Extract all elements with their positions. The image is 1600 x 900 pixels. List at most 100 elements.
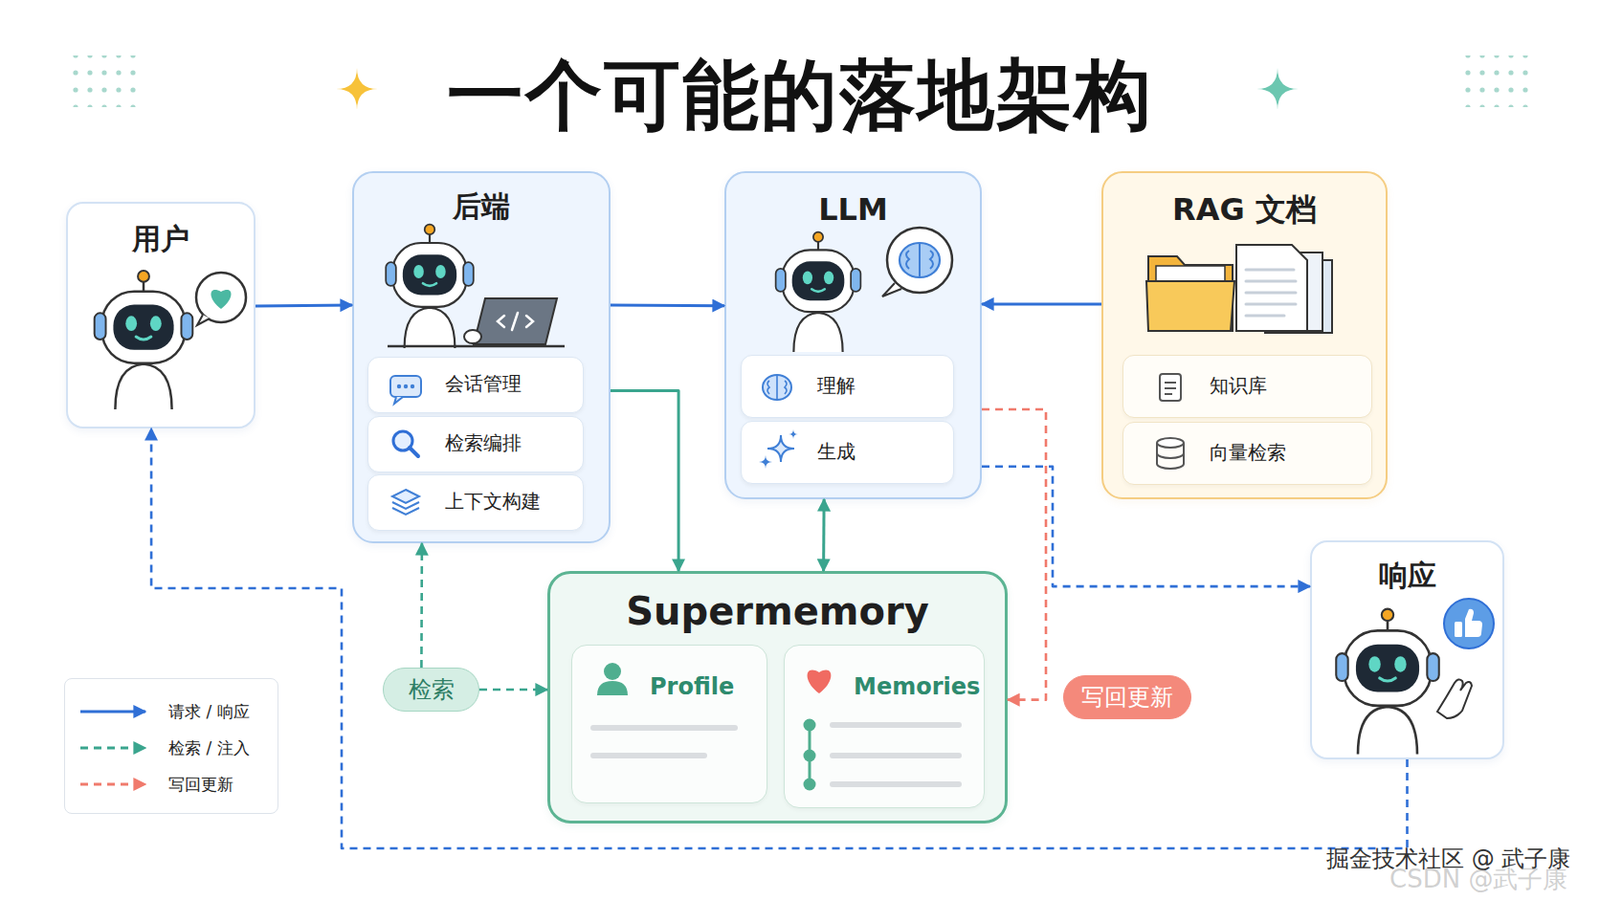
watermark: 掘金技术社区 @ 武子康: [1326, 845, 1571, 874]
speech-bubble: [196, 272, 246, 323]
database-icon: [1156, 443, 1184, 469]
layers-icon: [392, 502, 420, 515]
document-store: RAG 文档知识库向量检索: [1101, 171, 1388, 500]
document-icon: [1159, 374, 1181, 401]
function-item: 向量检索: [1122, 422, 1373, 486]
sparkle: [335, 67, 378, 111]
function-item: 理解: [740, 355, 955, 419]
response-box: 响应: [1310, 540, 1505, 760]
thought-bubble: [887, 227, 953, 293]
placeholder-line: [832, 722, 959, 729]
robot-illustration: [776, 232, 862, 353]
legend-entry: 写回更新: [65, 771, 276, 799]
folder-symbol: [1148, 256, 1233, 332]
connector-arrow: [151, 428, 1407, 849]
legend-label: 写回更新: [168, 773, 234, 797]
connector-arrow: [981, 466, 1311, 587]
waving-hand: [1437, 679, 1472, 719]
node-label: 会话管理: [444, 372, 522, 397]
model-box: LLM 理解生成: [724, 171, 982, 500]
node-label: 用户: [67, 221, 254, 258]
legend-label: 请求 / 响应: [168, 700, 250, 724]
legend-sample: [76, 771, 154, 799]
placeholder-line: [593, 753, 705, 759]
legend-line: [80, 747, 146, 751]
node-label: 知识库: [1209, 374, 1267, 399]
function-item: 检索编排: [367, 416, 584, 473]
node-label: 检索: [383, 675, 479, 705]
speech-bubble-tail: [197, 314, 210, 326]
placeholder-line: [832, 781, 959, 788]
timeline-dot: [803, 778, 817, 792]
search-icon: [393, 431, 413, 451]
legend-sample: [76, 698, 154, 726]
node-label: 响应: [1311, 557, 1503, 595]
connector-arrow: [981, 409, 1046, 701]
memory-card: Profile: [571, 644, 768, 804]
placeholder-line: [832, 753, 959, 759]
document-symbol: [1236, 244, 1308, 332]
connector-arrow: [479, 688, 548, 692]
thumb-symbol: [1465, 609, 1483, 638]
chat-dot: [397, 384, 401, 389]
node-label: RAG 文档: [1103, 190, 1386, 229]
brain-icon-folds: [767, 376, 787, 400]
heart-icon: [807, 670, 832, 694]
desk-line: [387, 345, 565, 349]
document-icon-lines: [1164, 382, 1177, 395]
laptop-symbol: [473, 298, 557, 345]
watermark: CSDN @武子康: [1389, 865, 1568, 895]
node-label: Supermemory: [550, 587, 1005, 636]
thumb-symbol: [1454, 622, 1463, 638]
timeline-dot: [803, 750, 817, 763]
chat-icon-tail: [394, 397, 403, 404]
code-symbol: [497, 312, 534, 331]
search-icon-handle: [409, 447, 419, 457]
legend-entry: 检索 / 注入: [65, 734, 276, 762]
node-label: 写回更新: [1064, 683, 1191, 712]
connector-arrow: [420, 543, 423, 668]
node-label: 后端: [354, 188, 609, 225]
connector-arrow: [610, 304, 725, 309]
chat-dot: [403, 384, 408, 389]
layers-icon: [392, 489, 420, 504]
legend-label: 检索 / 注入: [168, 736, 250, 760]
robot-illustration: [1335, 609, 1439, 756]
placeholder-line: [593, 725, 735, 732]
thought-bubble-tail: [882, 283, 902, 297]
brain-folds: [906, 244, 934, 277]
node-label: 生成: [817, 440, 856, 465]
action-pill: 写回更新: [1063, 675, 1192, 720]
legend-sample: [76, 734, 154, 762]
node-label: 上下文构建: [444, 489, 541, 514]
function-item: 上下文构建: [367, 474, 584, 532]
document-lines: [1245, 269, 1296, 316]
legend-line: [80, 711, 146, 714]
sparkle: [1256, 67, 1299, 111]
node-label: 向量检索: [1209, 441, 1287, 466]
function-item: 生成: [740, 421, 955, 485]
document-symbol: [1265, 260, 1333, 334]
timeline-line: [808, 725, 812, 785]
chat-dot: [410, 384, 415, 389]
sparkle-icon: [767, 435, 795, 463]
brain-icon: [762, 375, 792, 400]
node-label: Profile: [649, 672, 734, 702]
node-label: 理解: [817, 374, 856, 399]
brain-symbol: [899, 243, 940, 278]
connector-arrow: [255, 304, 353, 309]
actor-box: 用户: [66, 201, 256, 429]
robot-hand: [464, 330, 482, 344]
chat-icon: [390, 376, 422, 398]
function-item: 知识库: [1122, 355, 1373, 419]
folder-front: [1146, 281, 1235, 332]
connector-arrow: [822, 499, 826, 572]
node-label: LLM: [726, 190, 980, 229]
legend-line: [80, 783, 146, 787]
memory-card: Memories: [783, 644, 985, 809]
profile-icon: [603, 663, 622, 681]
folder-paper: [1155, 266, 1225, 288]
function-item: 会话管理: [367, 356, 584, 414]
